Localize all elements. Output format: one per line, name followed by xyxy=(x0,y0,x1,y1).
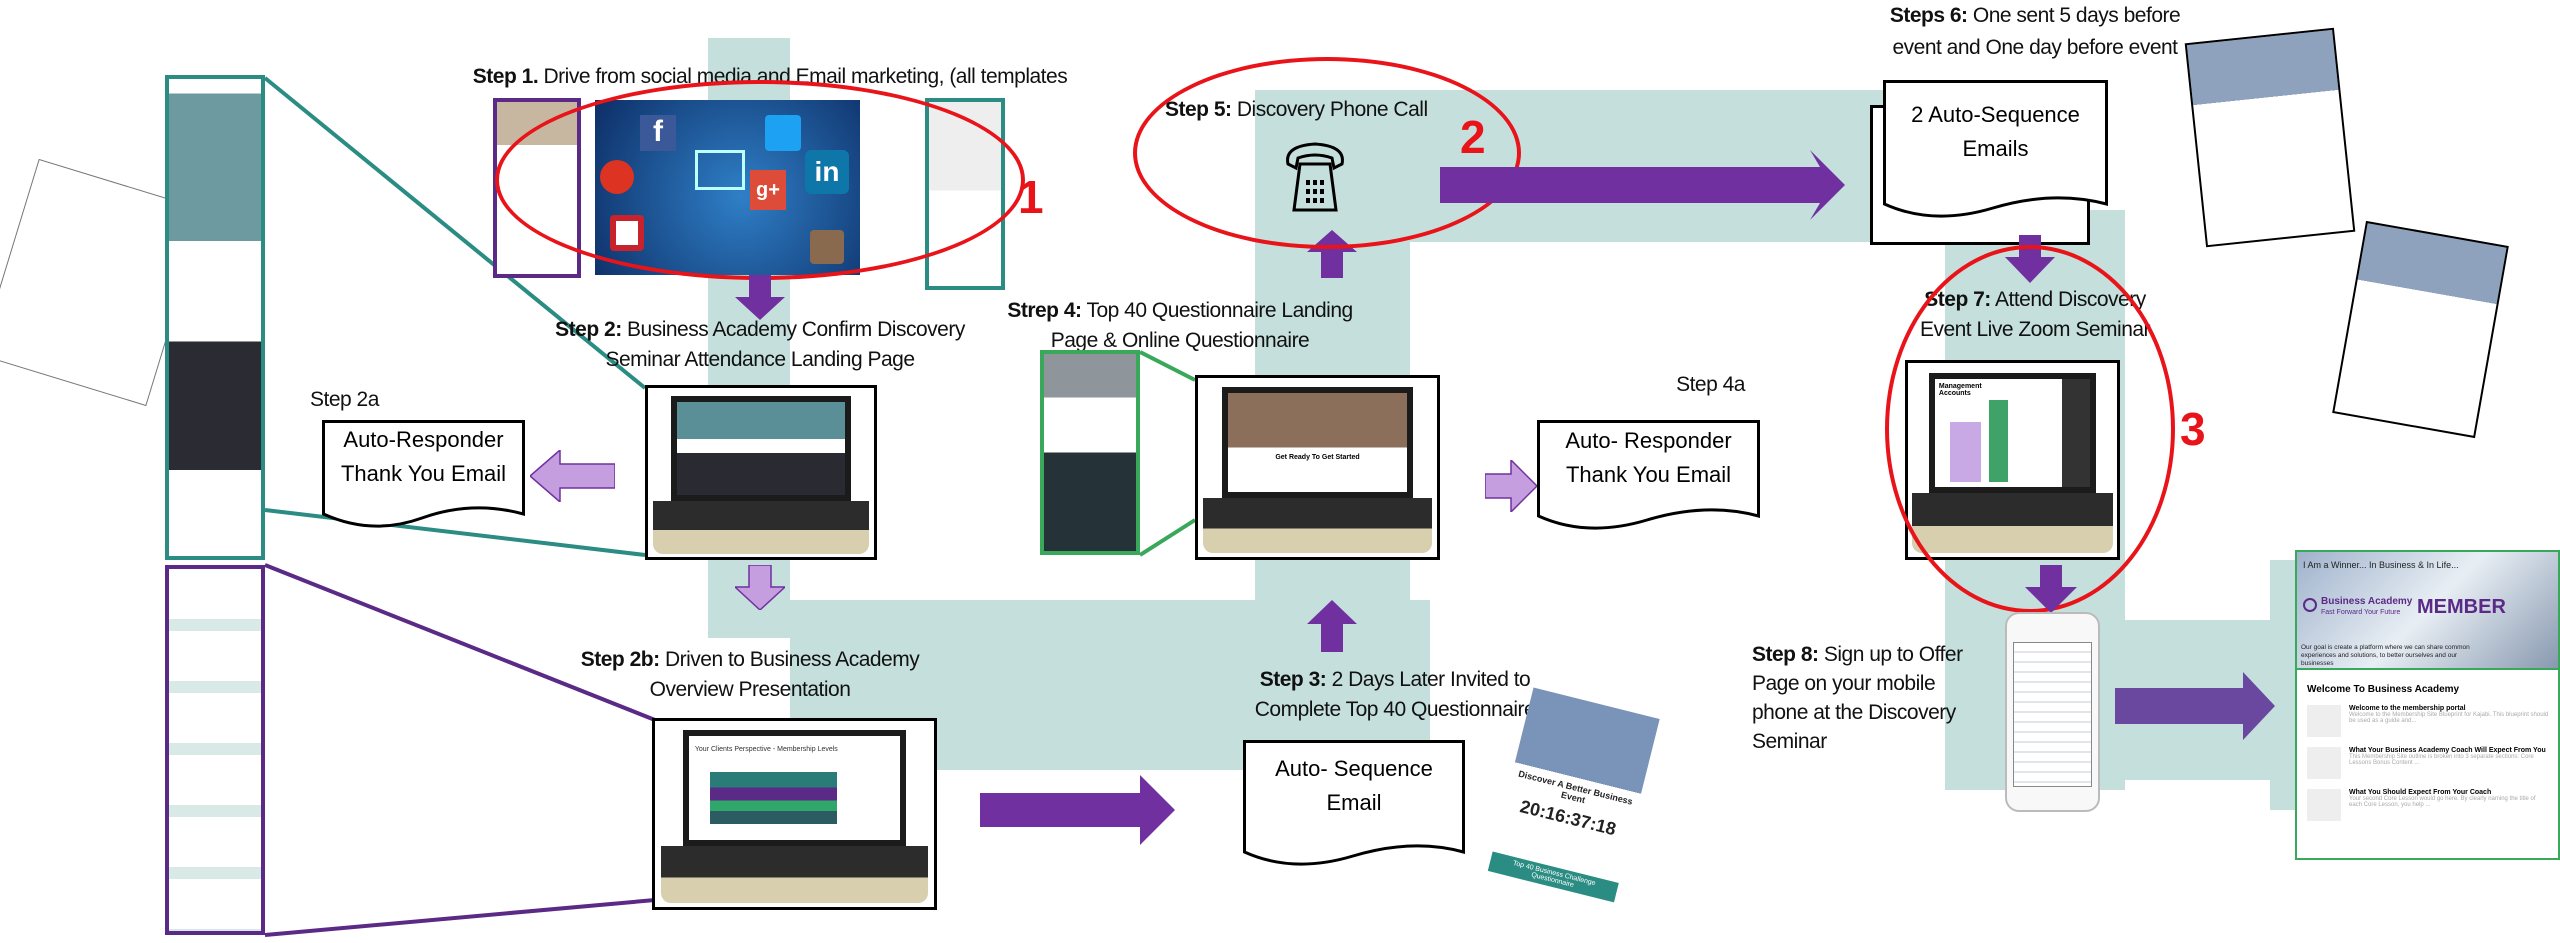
member-badge: MEMBER xyxy=(2417,596,2506,618)
arrow-down xyxy=(2025,565,2077,613)
marker-2: 2 xyxy=(1460,111,1486,163)
lesson-title: What Your Business Academy Coach Will Ex… xyxy=(2349,747,2546,754)
banner-tagline: I Am a Winner... In Business & In Life..… xyxy=(2303,560,2459,570)
landing-heading: Get Ready To Get Started xyxy=(1275,454,1360,462)
doc-line: Auto-Responder xyxy=(343,426,504,452)
laptop-confirm-landing-page xyxy=(645,385,877,560)
questionnaire-button: Top 40 Business Challenge Questionnaire xyxy=(1487,851,1619,903)
marker-1: 1 xyxy=(1018,171,1044,223)
doc-line: Email xyxy=(1326,789,1382,815)
arrow-right xyxy=(2115,672,2275,740)
brand-name: Business Academy xyxy=(2321,596,2413,607)
highlight-ellipse-3 xyxy=(1885,245,2175,613)
arrow-up xyxy=(1307,600,1357,652)
doc-line: Auto- Sequence xyxy=(1275,755,1433,781)
image-placeholder-icon xyxy=(2307,705,2341,737)
mobile-phone xyxy=(2005,612,2100,812)
step1-title: Step 1. Drive from social media and Emai… xyxy=(472,65,1068,88)
arrow-left-light xyxy=(530,450,615,502)
step2a-label: Step 2a xyxy=(310,388,379,411)
image-placeholder-icon xyxy=(2307,747,2341,779)
welcome-heading: Welcome To Business Academy xyxy=(2307,684,2460,695)
arrow-right xyxy=(980,775,1175,845)
doc-line: Thank You Email xyxy=(340,460,507,486)
laptop-questionnaire-landing: Get Ready To Get Started xyxy=(1195,375,1440,560)
arrow-right xyxy=(1440,150,1845,220)
image-placeholder-icon xyxy=(2307,789,2341,821)
brand-subtitle: Fast Forward Your Future xyxy=(2321,609,2401,616)
lesson-title: What You Should Expect From Your Coach xyxy=(2349,789,2492,796)
doc-line: Thank You Email xyxy=(1565,461,1732,487)
doc-line: 2 Auto-Sequence xyxy=(1911,101,2080,127)
lesson-desc: This Membership Site outline is broken i… xyxy=(2349,754,2534,766)
lesson-desc: Your second Core Lesson would go here. B… xyxy=(2349,796,2536,808)
brand-logo-icon xyxy=(2303,598,2317,612)
offer-page-screen xyxy=(2013,642,2092,787)
arrow-down-light xyxy=(735,565,785,610)
membership-portal-preview: I Am a Winner... In Business & In Life..… xyxy=(2295,550,2560,860)
doc-line: Emails xyxy=(1962,135,2029,161)
reminder-email-preview-1 xyxy=(2184,27,2356,248)
banner-goal: Our goal is create a platform where we c… xyxy=(2301,644,2470,667)
landing-page-template xyxy=(165,75,265,560)
lesson-item[interactable]: What Your Business Academy Coach Will Ex… xyxy=(2307,747,2550,779)
highlight-ellipse-2 xyxy=(1133,57,1521,249)
arrow-right-light xyxy=(1485,460,1537,512)
highlight-ellipse-1 xyxy=(495,80,1025,280)
membership-banner: I Am a Winner... In Business & In Life..… xyxy=(2297,552,2558,670)
doc-line: Auto- Responder xyxy=(1565,427,1732,453)
lesson-desc: Welcome to the Membership Site Blueprint… xyxy=(2349,712,2549,724)
arrow-down xyxy=(735,275,785,320)
marker-3: 3 xyxy=(2180,403,2206,455)
step4a-label: Step 4a xyxy=(1676,373,1745,396)
questionnaire-template xyxy=(1040,350,1140,555)
presentation-slides-template xyxy=(165,565,265,935)
laptop-overview-presentation: Your Clients Perspective - Membership Le… xyxy=(652,718,937,910)
step2-title: Step 2: Business Academy Confirm Discove… xyxy=(555,318,965,371)
lesson-title: Welcome to the membership portal xyxy=(2349,705,2466,712)
presentation-title: Your Clients Perspective - Membership Le… xyxy=(694,746,838,754)
